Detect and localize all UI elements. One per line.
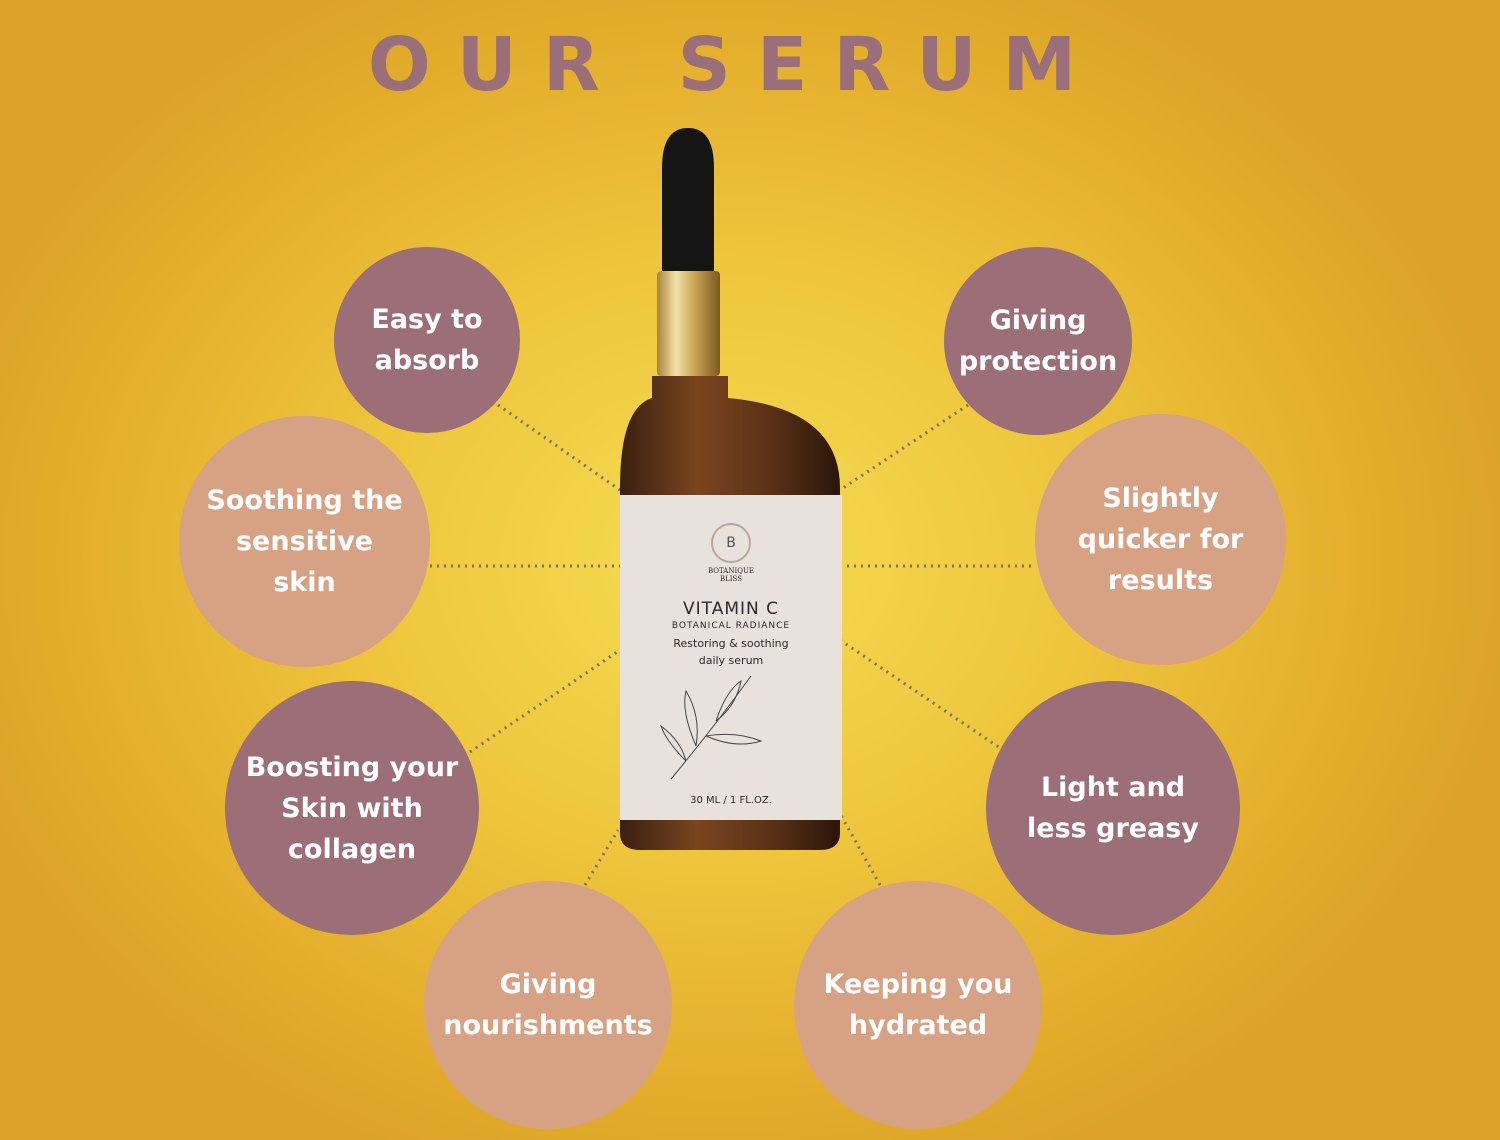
product-volume: 30 ML / 1 FL.OZ. xyxy=(690,795,772,806)
benefit-giving-nourishments: Giving nourishments xyxy=(424,881,672,1129)
product-tagline: Restoring & soothing xyxy=(673,637,789,650)
product-tagline: daily serum xyxy=(698,654,764,667)
dropper-bulb xyxy=(662,128,714,273)
connector-line xyxy=(497,403,621,492)
benefit-quicker-results: Slightly quicker for results xyxy=(1035,414,1286,665)
brand-name: BOTANIQUE BLISS xyxy=(708,567,754,583)
product-name: VITAMIN C xyxy=(682,599,779,619)
gold-collar xyxy=(657,271,720,376)
benefit-keeping-hydrated: Keeping you hydrated xyxy=(794,881,1042,1129)
brand-logo: B xyxy=(711,523,751,563)
benefit-boosting-collagen: Boosting your Skin with collagen xyxy=(225,681,479,935)
benefit-soothing-skin: Soothing the sensitive skin xyxy=(179,416,430,667)
botanical-leaf-illustration xyxy=(660,675,763,780)
connector-line xyxy=(839,403,969,492)
connector-line xyxy=(839,638,1001,750)
connector-line xyxy=(469,648,621,754)
benefit-easy-to-absorb: Easy to absorb xyxy=(334,247,520,433)
connector-line xyxy=(836,809,882,886)
benefit-light-less-greasy: Light and less greasy xyxy=(986,681,1240,935)
benefit-giving-protection: Giving protection xyxy=(944,247,1132,435)
page-title: OUR SERUM xyxy=(367,22,1103,108)
product-label: B BOTANIQUE BLISS VITAMIN C BOTANICAL RA… xyxy=(620,495,842,820)
product-subtitle: BOTANICAL RADIANCE xyxy=(671,621,791,631)
